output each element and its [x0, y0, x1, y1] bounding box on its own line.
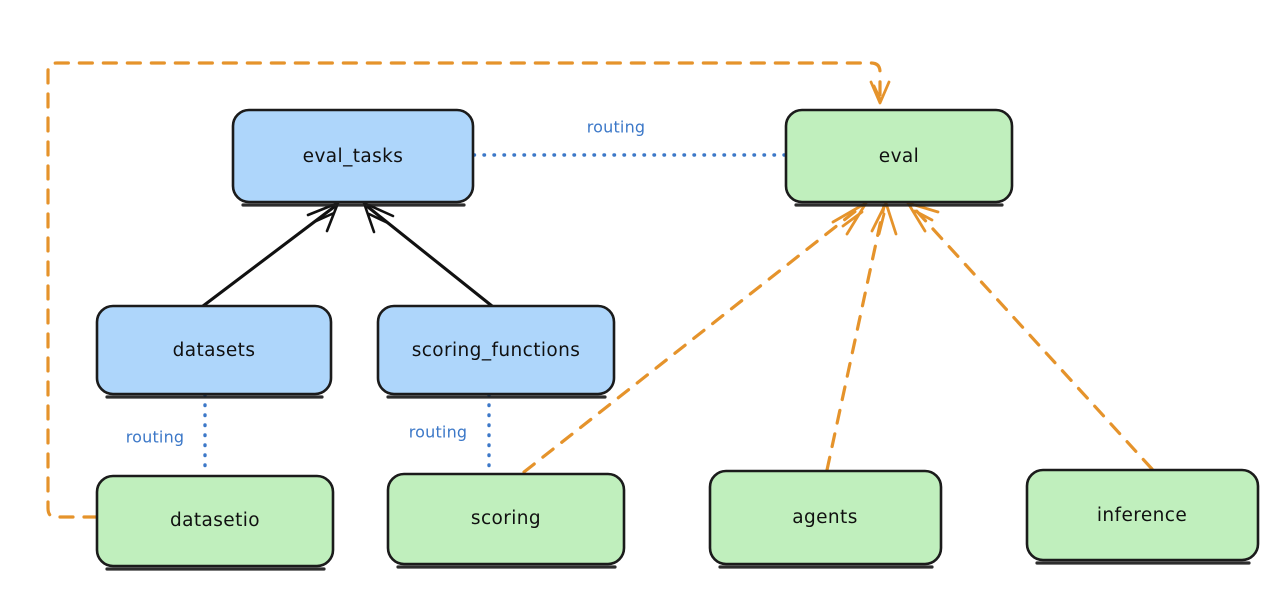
edge-scoring-to-eval-arrowhead — [831, 201, 868, 236]
edge-datasets-to-eval-tasks — [201, 201, 340, 308]
edge-agents-to-eval-path — [825, 204, 886, 472]
node-eval[interactable]: eval — [784, 108, 1014, 207]
edge-datasetio-to-eval-arrowhead — [869, 80, 891, 105]
node-eval-label: eval — [879, 146, 919, 167]
node-agents-box[interactable] — [708, 469, 943, 566]
node-datasets[interactable]: datasets — [95, 304, 333, 399]
node-eval-tasks-box[interactable] — [231, 108, 475, 204]
node-eval-tasks-label: eval_tasks — [303, 146, 404, 167]
node-datasetio-label: datasetio — [170, 510, 260, 531]
node-datasets-box[interactable] — [95, 304, 333, 396]
edge-label-routing-scoring: routing — [409, 423, 468, 442]
node-datasetio-box[interactable] — [95, 474, 335, 568]
edge-datasetio-to-eval — [46, 61, 891, 519]
edge-scoring-functions-to-eval-tasks — [362, 201, 494, 308]
node-datasetio[interactable]: datasetio — [95, 474, 335, 571]
edge-inference-to-eval-path — [910, 204, 1154, 471]
edge-scoring-to-eval-path — [522, 204, 864, 474]
node-layer: eval_tasks eval datasets scoring_functio… — [95, 108, 1260, 571]
edge-datasets-to-eval-tasks-path — [201, 205, 336, 308]
edge-label-routing-datasetio: routing — [126, 428, 185, 447]
edge-agents-to-eval — [825, 201, 898, 472]
edge-datasetio-to-eval-path — [46, 61, 882, 519]
node-scoring[interactable]: scoring — [386, 472, 626, 569]
edge-label-layer: routing routing routing — [126, 118, 646, 447]
node-inference-label: inference — [1097, 505, 1187, 526]
edge-agents-to-eval-arrowhead — [870, 201, 898, 236]
node-scoring-box[interactable] — [386, 472, 626, 566]
node-scoring-label: scoring — [471, 508, 541, 529]
node-inference-box[interactable] — [1025, 468, 1260, 562]
edge-label-routing-eval: routing — [587, 118, 646, 137]
edge-inference-to-eval — [906, 201, 1154, 471]
node-agents[interactable]: agents — [708, 469, 943, 569]
node-scoring-functions-label: scoring_functions — [412, 340, 581, 361]
node-scoring-functions[interactable]: scoring_functions — [376, 304, 616, 399]
node-eval-box[interactable] — [784, 108, 1014, 204]
node-scoring-functions-box[interactable] — [376, 304, 616, 396]
node-inference[interactable]: inference — [1025, 468, 1260, 565]
node-datasets-label: datasets — [173, 340, 256, 361]
node-eval-tasks[interactable]: eval_tasks — [231, 108, 475, 207]
node-agents-label: agents — [792, 507, 857, 528]
